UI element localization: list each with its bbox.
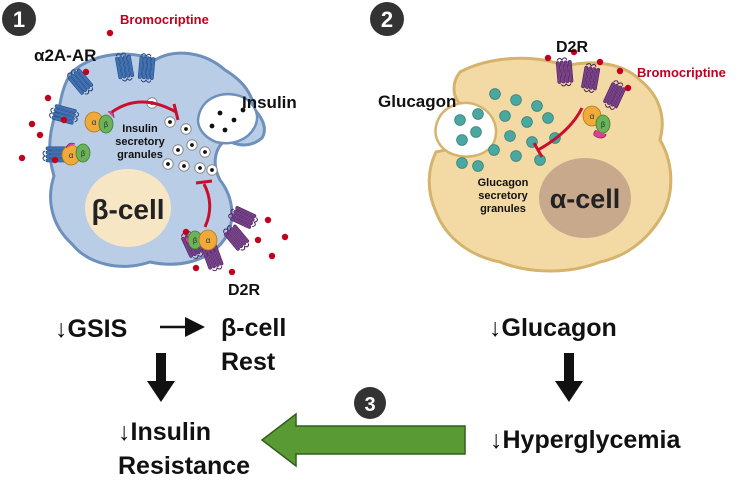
released-insulin-dot	[240, 107, 246, 113]
bromocriptine-molecules	[18, 29, 289, 276]
beta-cell-nucleus	[85, 169, 171, 247]
step-1-number: 1	[13, 7, 25, 32]
alpha-cell-label: α-cell	[550, 184, 621, 214]
glucagon-released	[470, 126, 482, 138]
step-2-number: 2	[381, 7, 393, 32]
step-1-badge: 1	[2, 2, 36, 36]
insulin-resistance-label-2: Resistance	[118, 452, 250, 480]
hyperglycemia-label: ↓Hyperglycemia	[490, 426, 681, 454]
inhibition-arrow-d2r-beta	[202, 183, 212, 228]
step-2-badge: 2	[370, 2, 404, 36]
step-3-number: 3	[364, 394, 375, 416]
d2r-label-beta: D2R	[228, 282, 260, 299]
green-arrow	[260, 412, 466, 468]
insulin-granule	[199, 146, 211, 158]
released-insulin-dot	[209, 123, 215, 129]
glucagon-released	[454, 114, 466, 126]
insulin-granule	[172, 144, 184, 156]
inhibition-bar	[532, 142, 544, 158]
down-arrow-left	[147, 353, 175, 402]
released-insulin-dot	[231, 117, 237, 123]
insulin-release-pocket	[196, 92, 259, 145]
glucagon-label: Glucagon	[378, 92, 456, 111]
insulin-granules-label-3: granules	[117, 149, 163, 161]
beta-cell-label: β-cell	[91, 194, 164, 225]
g-protein-complex: α β	[61, 142, 91, 166]
g-protein-complex: α β	[582, 105, 611, 139]
bromocriptine-label-alpha: Bromocriptine	[637, 65, 726, 80]
svg-text:β: β	[601, 122, 605, 129]
insulin-granule	[164, 116, 176, 128]
inhibition-arrow-alpha2a	[111, 100, 177, 114]
svg-text:β: β	[81, 151, 85, 158]
insulin-resistance-label-1: ↓Insulin	[118, 418, 211, 446]
down-arrow-right	[555, 353, 583, 402]
insulin-granule	[186, 139, 198, 151]
beta-rest-label-2: Rest	[221, 348, 276, 376]
insulin-granule	[162, 158, 174, 170]
glucagon-released	[456, 134, 468, 146]
svg-text:α: α	[92, 118, 97, 127]
insulin-granule	[178, 160, 190, 172]
beta-rest-label-1: β-cell	[221, 314, 286, 342]
insulin-granules-label-2: secretory	[115, 136, 165, 148]
alpha2a-ar-label: α2A-AR	[34, 46, 96, 65]
svg-text:β: β	[193, 238, 197, 245]
bromocriptine-molecules	[544, 48, 632, 92]
released-insulin-dot	[222, 127, 228, 133]
insulin-granule	[206, 164, 218, 176]
svg-text:α: α	[69, 151, 74, 160]
inhibition-bar	[195, 179, 213, 185]
glucagon-granules-label-3: granules	[480, 203, 526, 215]
alpha-cell-nucleus	[539, 158, 631, 238]
insulin-granules-label-1: Insulin	[122, 123, 158, 135]
insulin-granule	[194, 162, 206, 174]
bromocriptine-label-beta: Bromocriptine	[120, 12, 209, 27]
d2r-label-alpha: D2R	[556, 39, 588, 56]
glucagon-granules-label-1: Glucagon	[478, 177, 529, 189]
glucagon-released	[472, 108, 484, 120]
inhibition-arrow-d2r-alpha	[537, 107, 584, 152]
insulin-granule	[180, 123, 192, 135]
svg-text:α: α	[206, 236, 211, 245]
released-insulin-dot	[217, 110, 223, 116]
glucagon-granules-label-2: secretory	[478, 190, 528, 202]
svg-text:α: α	[590, 112, 595, 121]
glucagon-release-pocket	[434, 101, 498, 158]
g-protein-complex: α β	[84, 111, 115, 134]
svg-text:β: β	[104, 122, 108, 129]
g-protein-complex: β α	[185, 229, 218, 251]
inhibition-bar	[172, 103, 180, 121]
gsis-label: ↓GSIS	[55, 315, 127, 343]
glucagon-outcome-label: ↓Glucagon	[489, 314, 617, 342]
insulin-label: Insulin	[242, 93, 297, 112]
step-3-badge: 3	[354, 387, 386, 419]
